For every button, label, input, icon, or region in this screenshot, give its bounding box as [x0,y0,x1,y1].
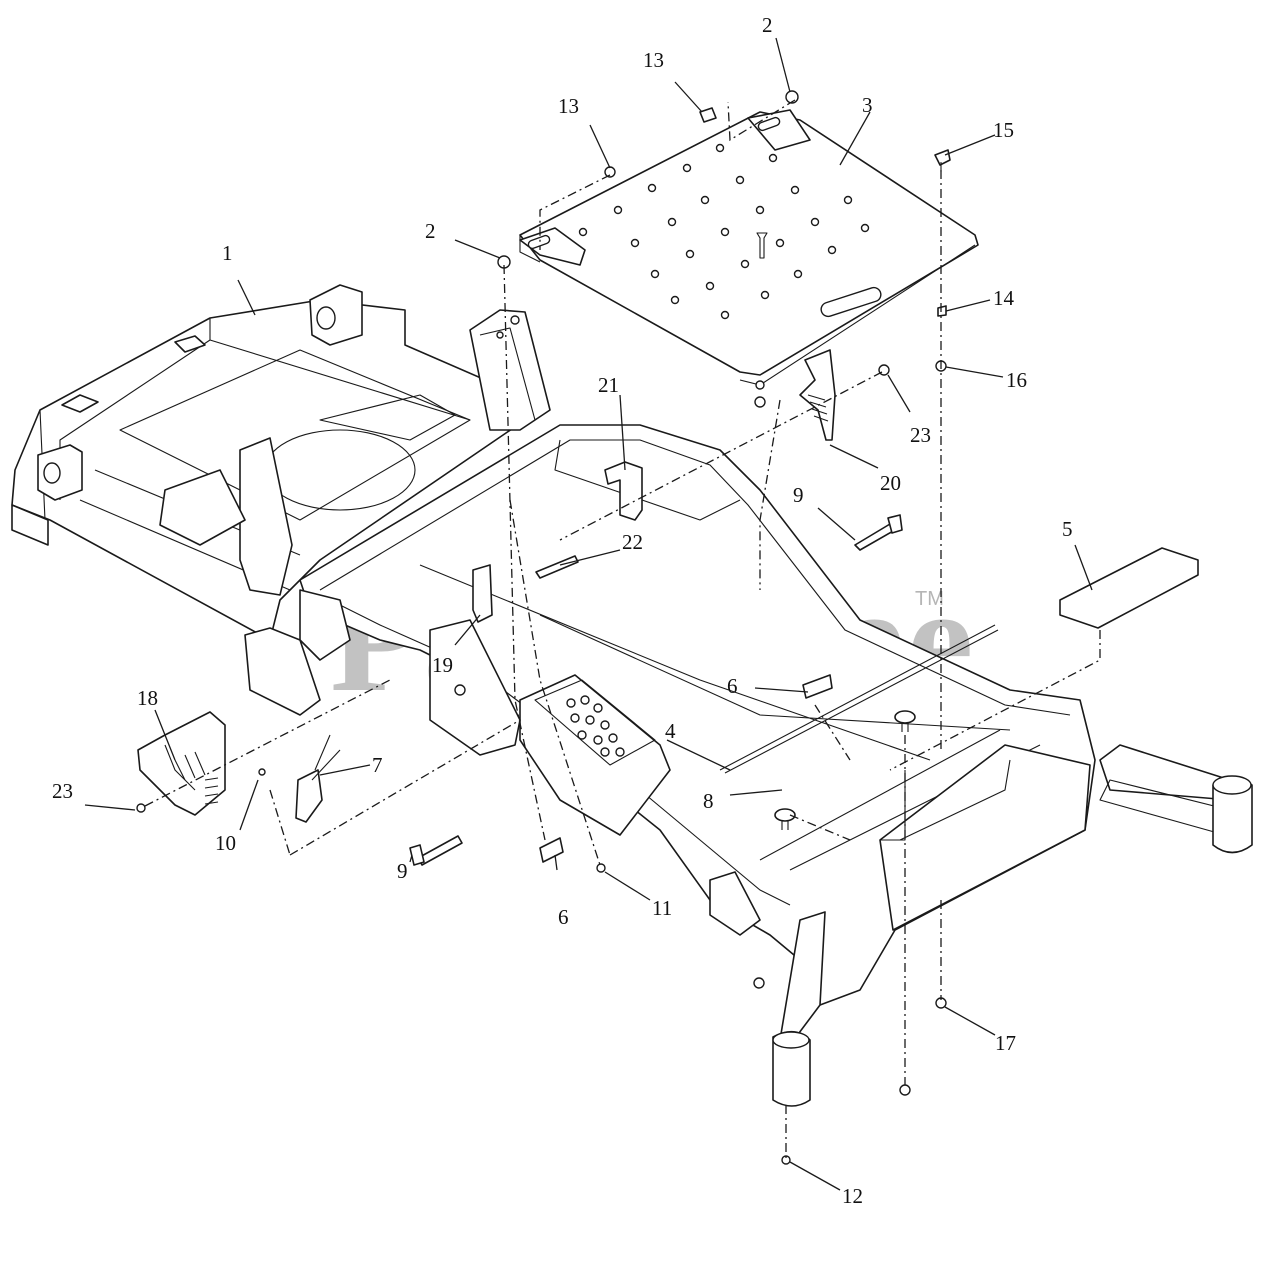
callout-6-right: 6 [727,674,738,698]
part-8-knobs [774,710,916,830]
part-1-seat-frame [11,284,526,641]
plate-holes [578,143,870,320]
watermark-trademark: TM [915,588,944,610]
callout-5: 5 [1062,517,1073,541]
callout-19: 19 [432,653,453,677]
callout-1: 1 [222,241,233,265]
part-18-guard [137,711,226,816]
part-5-pad [1059,547,1199,629]
part-19-bracket [472,564,493,623]
callout-12: 12 [842,1184,863,1208]
callout-2-top: 2 [762,13,773,37]
callout-17: 17 [995,1031,1016,1055]
callout-2-left: 2 [425,219,436,243]
callout-10: 10 [215,831,236,855]
callout-4: 4 [665,719,676,743]
callout-13-left: 13 [558,94,579,118]
callouts: 1 2 2 3 4 5 6 6 7 8 9 9 10 11 12 13 13 1… [52,13,1073,1208]
assembly-lines [144,99,1101,1158]
callout-23-left: 23 [52,779,73,803]
callout-23-right: 23 [910,423,931,447]
callout-14: 14 [993,286,1015,310]
part-3-plate [519,109,979,386]
callout-18: 18 [137,686,158,710]
right-caster-arm [1099,744,1253,854]
callout-21: 21 [598,373,619,397]
callout-16: 16 [1006,368,1027,392]
left-caster-column [772,911,826,1107]
callout-8: 8 [703,789,714,813]
foot-pedal-plate [519,674,671,836]
side-bracket-plate [244,619,521,756]
callout-15: 15 [993,118,1014,142]
hardware [136,90,951,1165]
seat-mount-bracket [469,309,551,431]
part-20-guard [799,349,836,441]
callout-9-lower: 9 [397,859,408,883]
callout-3: 3 [862,93,873,117]
callout-13-top: 13 [643,48,664,72]
part-4-strip [719,624,999,774]
callout-20: 20 [880,471,901,495]
callout-9-upper: 9 [793,483,804,507]
leader-lines [84,37,1093,1191]
callout-7: 7 [372,753,383,777]
frame-left-mount [299,589,761,936]
callout-22: 22 [622,530,643,554]
part-21-bracket [604,461,643,521]
callout-6-bottom: 6 [558,905,569,929]
callout-11: 11 [652,896,672,920]
